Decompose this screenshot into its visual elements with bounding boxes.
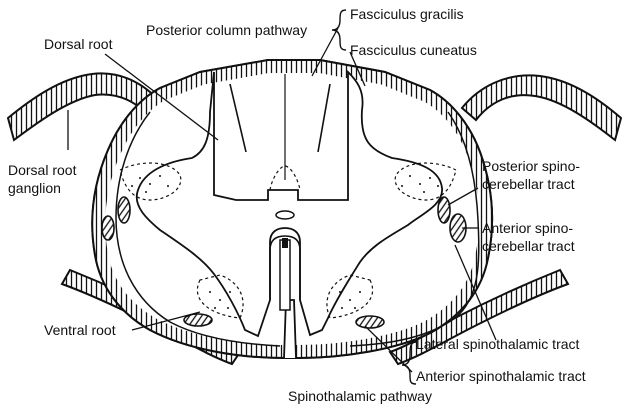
label-anterior-spinothalamic: Anterior spinothalamic tract (416, 368, 586, 384)
label-fasciculus-gracilis: Fasciculus gracilis (350, 6, 464, 22)
posterior-spinocerebellar-left (118, 197, 130, 223)
label-posterior-column-pathway: Posterior column pathway (146, 22, 307, 38)
label-posterior-spinocerebellar-line1: Posterior spino- (482, 158, 580, 174)
label-lateral-spinothalamic: Lateral spinothalamic tract (416, 336, 579, 352)
label-anterior-spinocerebellar-line1: Anterior spino- (482, 220, 573, 236)
lateral-spinothalamic-left (184, 314, 212, 326)
central-canal (276, 211, 294, 219)
dorsal-root-right (462, 75, 621, 140)
label-posterior-spinocerebellar-line2: cerebellar tract (482, 176, 575, 192)
posterior-spinocerebellar-right (438, 197, 450, 223)
label-ventral-root: Ventral root (44, 322, 116, 338)
lateral-spinothalamic-right (356, 316, 384, 328)
anterior-spinocerebellar-left (102, 216, 114, 240)
label-dorsal-root: Dorsal root (44, 36, 112, 52)
label-spinothalamic-pathway: Spinothalamic pathway (288, 388, 432, 404)
label-fasciculus-cuneatus: Fasciculus cuneatus (350, 42, 477, 58)
label-dorsal-root-ganglion-line1: Dorsal root (8, 162, 76, 178)
label-anterior-spinocerebellar-line2: cerebellar tract (482, 238, 575, 254)
label-dorsal-root-ganglion-line2: ganglion (8, 180, 61, 196)
